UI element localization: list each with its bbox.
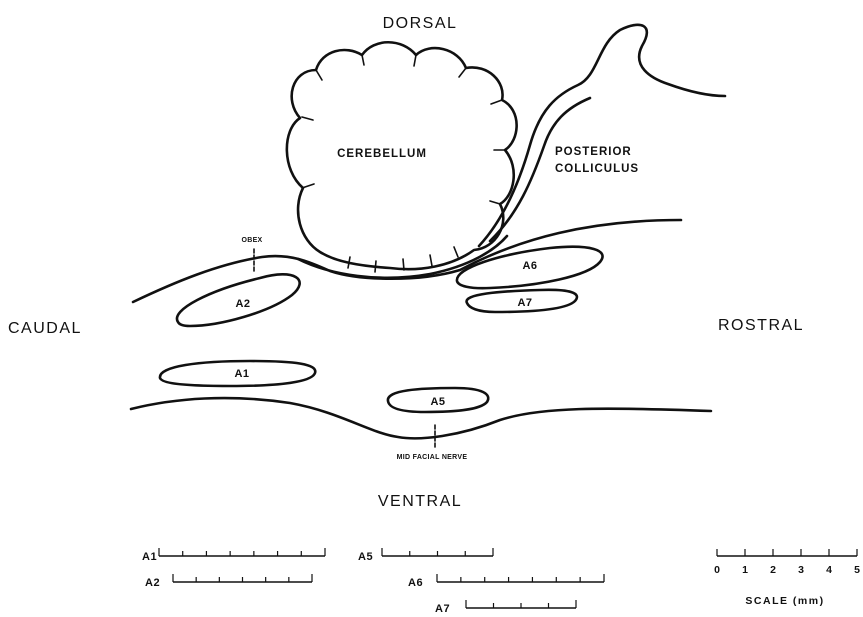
scale-number: 1: [742, 564, 748, 576]
posterior-label: POSTERIOR: [555, 146, 632, 158]
a2-label: A2: [235, 298, 250, 310]
scale-number: 5: [854, 564, 860, 576]
extent-bar-label: A1: [142, 551, 157, 563]
extent-bar-a2: A2: [145, 574, 312, 589]
extent-bar-a1: A1: [142, 548, 325, 563]
a7-label: A7: [517, 297, 532, 309]
extent-bar-label: A7: [435, 603, 450, 615]
ventral-brainstem-surface: [131, 398, 711, 438]
extent-bar-label: A6: [408, 577, 423, 589]
scale-bar: 0 1 2 3 4 5: [714, 549, 860, 576]
scale-caption: SCALE (mm): [745, 595, 824, 607]
cerebellum-label: CEREBELLUM: [337, 148, 427, 160]
scale-number: 3: [798, 564, 804, 576]
dorsal-label: DORSAL: [383, 15, 458, 32]
extent-bar-label: A5: [358, 551, 373, 563]
mid-facial-nerve-label: MID FACIAL NERVE: [397, 454, 468, 461]
dorsal-brainstem-surface: [133, 220, 681, 302]
a1-label: A1: [234, 368, 249, 380]
cerebellar-folia: [302, 55, 505, 272]
extent-bar-a7: A7: [435, 600, 576, 615]
caudal-label: CAUDAL: [8, 320, 82, 337]
scale-number: 4: [826, 564, 832, 576]
extent-bar-label: A2: [145, 577, 160, 589]
colliculus-label: COLLICULUS: [555, 163, 639, 175]
a6-label: A6: [522, 260, 537, 272]
a5-label: A5: [430, 396, 445, 408]
extent-bar-a6: A6: [408, 574, 604, 589]
scale-number: 2: [770, 564, 776, 576]
ventral-label: VENTRAL: [378, 493, 462, 510]
extent-bar-a5: A5: [358, 548, 493, 563]
rostral-label: ROSTRAL: [718, 317, 804, 334]
obex-label: OBEX: [241, 237, 262, 244]
scale-number: 0: [714, 564, 720, 576]
